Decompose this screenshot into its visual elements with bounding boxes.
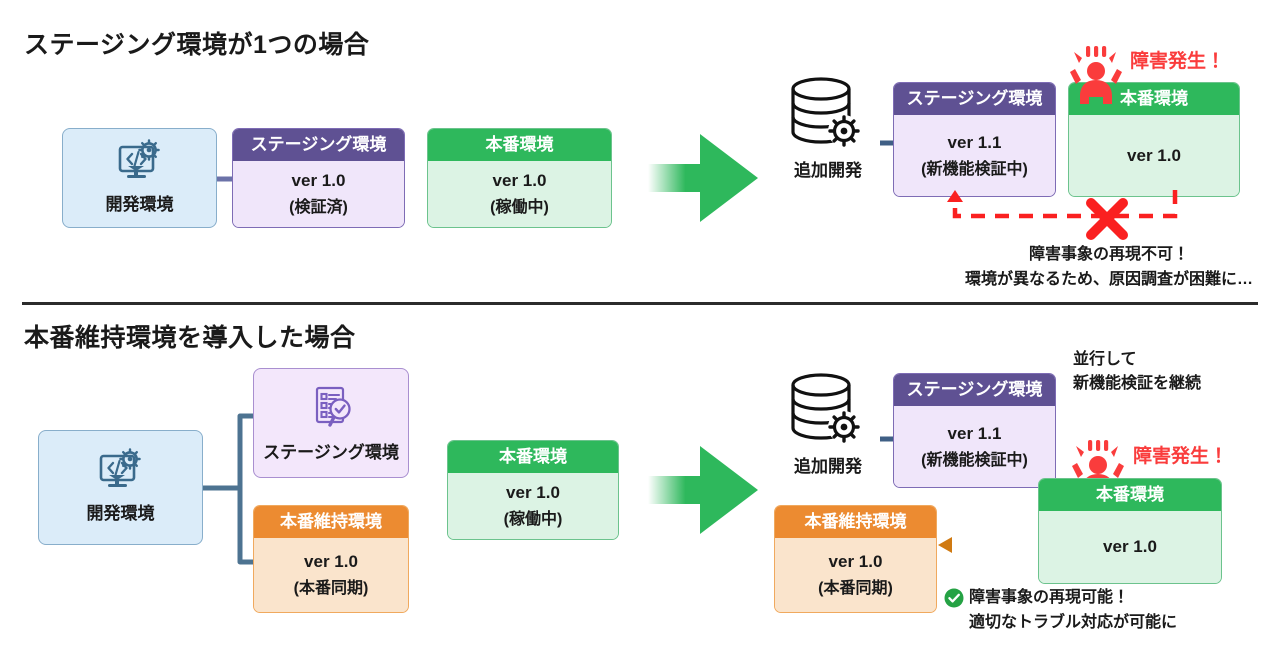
- section-1-staging-state: (検証済): [289, 199, 348, 216]
- section-2-dev-env-box[interactable]: 開発環境: [38, 430, 203, 545]
- alert-person-icon-1: [1070, 46, 1122, 104]
- section-2-incident-label: 障害発生！: [1133, 446, 1229, 467]
- section-1-failure-note-line1: 障害事象の再現不可！: [1028, 246, 1189, 263]
- section-1-staging-after-body: ver 1.1 (新機能検証中): [894, 115, 1055, 196]
- section-1-failure-note-line2: 環境が異なるため、原因調査が困難に…: [964, 271, 1253, 288]
- section-2-production-version: ver 1.0: [506, 483, 560, 502]
- section-2-production-state: (稼働中): [503, 511, 563, 528]
- green-check-icon: [944, 588, 964, 608]
- section-2-staging-box[interactable]: ステージング環境: [253, 368, 409, 478]
- section-1-production-state: (稼働中): [490, 199, 549, 216]
- section-2-prod-mirror-after-card[interactable]: 本番維持環境 ver 1.0 (本番同期): [774, 505, 937, 613]
- section-2-title: 本番維持環境を導入した場合: [24, 324, 356, 352]
- section-2-prod-mirror-version: ver 1.0: [304, 552, 358, 571]
- section-2-prod-mirror-body: ver 1.0 (本番同期): [254, 538, 408, 612]
- section-1-staging-body: ver 1.0 (検証済): [233, 161, 404, 227]
- section-2-staging-after-body: ver 1.1 (新機能検証中): [894, 406, 1055, 487]
- arrow-production-to-mirror-2: [938, 537, 1040, 553]
- section-1-staging-after-version: ver 1.1: [947, 132, 1002, 152]
- code-monitor-gear-icon: [117, 138, 163, 184]
- section-2-success-note-line2: 適切なトラブル対応が可能に: [969, 614, 1178, 631]
- section-2-dev-env-label: 開発環境: [86, 504, 155, 523]
- section-2-staging-after-header: ステージング環境: [894, 374, 1055, 406]
- section-1-dev-env-label: 開発環境: [105, 194, 174, 214]
- section-1-dev-env-box[interactable]: 開発環境: [62, 128, 217, 228]
- section-1-production-header: 本番環境: [428, 129, 611, 161]
- green-right-arrow-icon-2: [648, 446, 758, 534]
- section-1-production-card[interactable]: 本番環境 ver 1.0 (稼働中): [427, 128, 612, 228]
- green-right-arrow-icon-1: [648, 134, 758, 222]
- section-2-prod-mirror-after-state: (本番同期): [818, 580, 893, 597]
- failure-dashed-path-1: [947, 190, 1178, 219]
- section-2-production-card[interactable]: 本番環境 ver 1.0 (稼働中): [447, 440, 619, 540]
- section-2-production-header: 本番環境: [448, 441, 618, 473]
- section-1-staging-after-card[interactable]: ステージング環境 ver 1.1 (新機能検証中): [893, 82, 1056, 197]
- database-gear-icon: [791, 373, 860, 443]
- section-2-staging-after-state: (新機能検証中): [921, 451, 1028, 469]
- section-1-extra-dev-label: 追加開発: [794, 161, 862, 180]
- section-2-staging-after-version: ver 1.1: [947, 423, 1002, 443]
- red-cross-icon-1: [1086, 198, 1128, 240]
- code-monitor-gear-icon: [98, 448, 144, 493]
- checklist-magnifier-icon: [307, 384, 355, 432]
- section-2-staging-after-card[interactable]: ステージング環境 ver 1.1 (新機能検証中): [893, 373, 1056, 488]
- section-2-parallel-note-line1: 並行して: [1073, 351, 1137, 368]
- database-gear-icon: [791, 77, 860, 147]
- section-1-incident-label: 障害発生！: [1130, 51, 1226, 72]
- section-2-extra-dev-group: 追加開発: [776, 372, 880, 482]
- section-1-staging-header: ステージング環境: [233, 129, 404, 161]
- section-2-prod-mirror-after-version: ver 1.0: [828, 552, 883, 571]
- section-2-extra-dev-label: 追加開発: [794, 457, 862, 476]
- section-1-production-body: ver 1.0 (稼働中): [428, 161, 611, 227]
- section-divider: [22, 302, 1258, 305]
- section-2-prod-mirror-card[interactable]: 本番維持環境 ver 1.0 (本番同期): [253, 505, 409, 613]
- section-2-production-after-version: ver 1.0: [1103, 537, 1157, 556]
- section-1-staging-after-state: (新機能検証中): [921, 160, 1028, 178]
- section-2-parallel-note-line2: 新機能検証を継続: [1073, 375, 1202, 392]
- section-1-production-version: ver 1.0: [492, 171, 547, 190]
- section-2-production-after-header: 本番環境: [1039, 479, 1221, 511]
- section-1-production-after-body: ver 1.0: [1069, 115, 1239, 196]
- section-1-title: ステージング環境が1つの場合: [24, 31, 370, 59]
- section-2-production-after-body: ver 1.0: [1039, 511, 1221, 583]
- section-2-success-note-line1: 障害事象の再現可能！: [969, 589, 1130, 606]
- section-2-prod-mirror-header: 本番維持環境: [254, 506, 408, 538]
- section-2-prod-mirror-after-body: ver 1.0 (本番同期): [775, 538, 936, 612]
- section-1-staging-card[interactable]: ステージング環境 ver 1.0 (検証済): [232, 128, 405, 228]
- section-2-prod-mirror-after-header: 本番維持環境: [775, 506, 936, 538]
- section-2-staging-label: ステージング環境: [263, 442, 399, 462]
- section-1-production-after-version: ver 1.0: [1127, 145, 1181, 165]
- section-1-staging-after-header: ステージング環境: [894, 83, 1055, 115]
- section-1-extra-dev-group: 追加開発: [776, 76, 880, 186]
- section-2-prod-mirror-state: (本番同期): [293, 580, 369, 597]
- section-1-staging-version: ver 1.0: [291, 171, 346, 190]
- section-2-production-body: ver 1.0 (稼働中): [448, 473, 618, 539]
- section-2-production-after-card[interactable]: 本番環境 ver 1.0: [1038, 478, 1222, 584]
